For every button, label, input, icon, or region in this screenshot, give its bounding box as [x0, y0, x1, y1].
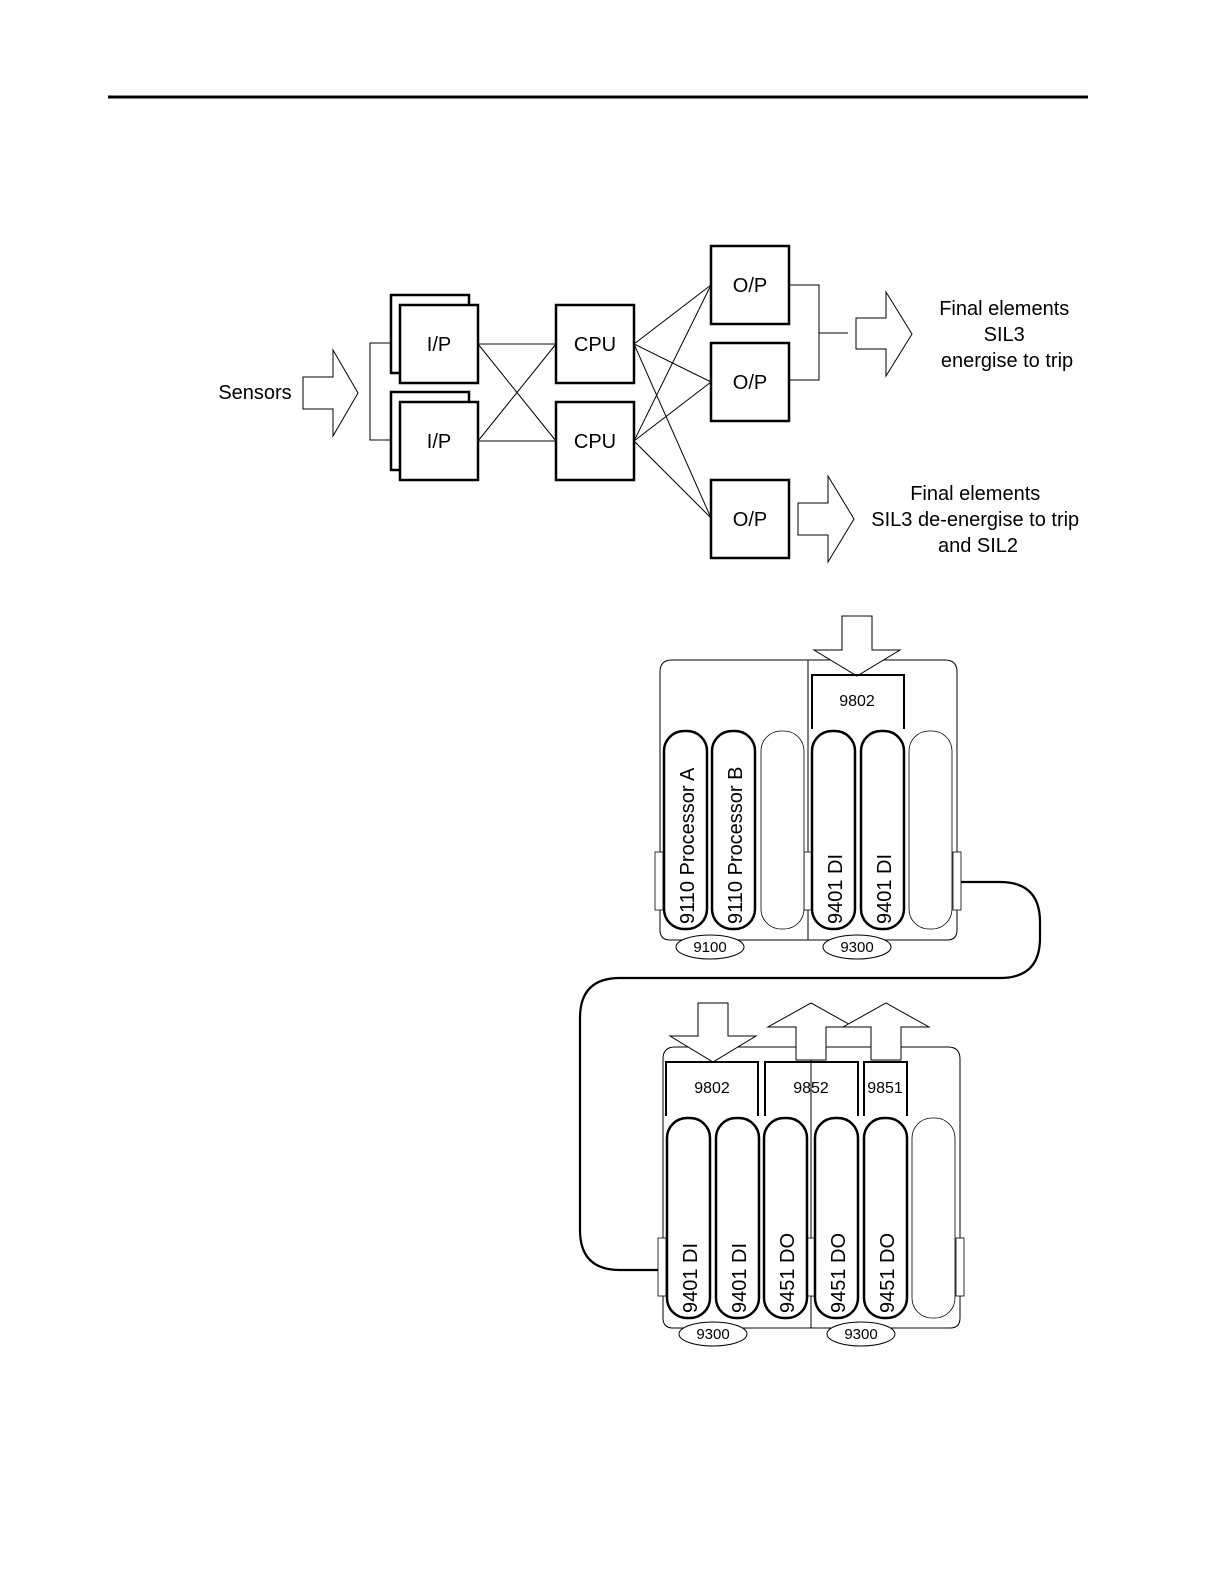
output-module-2: O/P — [711, 343, 789, 421]
sensor-split-line — [370, 343, 391, 440]
empty-slot — [909, 731, 952, 929]
module-label: 9401 DI — [825, 854, 847, 924]
upper-terminal-label: 9802 — [839, 693, 875, 710]
do-output-arrow — [768, 1003, 854, 1060]
output-merge-line — [789, 285, 848, 380]
input-cpu-links — [478, 344, 556, 441]
lower-chassis: 9802 9852 9851 9401 DI 9401 DI 9451 DO 9… — [658, 1003, 964, 1346]
empty-slot — [912, 1118, 955, 1318]
final-bottom-text: Final elements SIL3 de-energise to trip … — [871, 483, 1084, 557]
input-label: I/P — [427, 431, 451, 453]
final-bottom-arrow — [798, 476, 854, 562]
module-label: 9451 DO — [828, 1233, 850, 1313]
cpu-label: CPU — [574, 431, 616, 453]
output-label: O/P — [733, 372, 767, 394]
cpu-output-links — [634, 285, 711, 518]
final-top-line-2: SIL3 — [984, 324, 1025, 346]
module-label: 9401 DI — [874, 854, 896, 924]
output-label: O/P — [733, 509, 767, 531]
sensors-arrow — [303, 350, 358, 436]
cpu-label: CPU — [574, 334, 616, 356]
input-module-bottom: I/P — [391, 392, 478, 480]
output-module-3: O/P — [711, 480, 789, 558]
terminal-label: 9852 — [793, 1080, 829, 1097]
module-label: 9401 DI — [680, 1243, 702, 1313]
baseplate-label: 9300 — [844, 1326, 877, 1343]
input-label: I/P — [427, 334, 451, 356]
final-bottom-line-2: SIL3 de-energise to trip — [871, 509, 1079, 531]
final-top-text: Final elements SIL3 energise to trip — [939, 298, 1075, 372]
baseplate-label: 9100 — [693, 939, 726, 956]
final-bottom-line-1: Final elements — [910, 483, 1040, 505]
upper-terminal-arrow — [814, 616, 900, 676]
terminal-label: 9851 — [867, 1080, 903, 1097]
final-bottom-line-3: and SIL2 — [938, 535, 1018, 557]
do-output-arrow — [843, 1003, 929, 1060]
input-module-top: I/P — [391, 295, 478, 383]
upper-chassis: 9802 9110 Processor A 9110 Processor B 9… — [655, 616, 961, 959]
cpu-a: CPU — [556, 305, 634, 383]
block-diagram: Sensors I/P I/P CPU CPU — [218, 246, 1084, 562]
final-top-line-3: energise to trip — [941, 350, 1073, 372]
module-label: 9451 DO — [777, 1233, 799, 1313]
final-top-arrow — [856, 292, 912, 376]
module-label: 9451 DO — [877, 1233, 899, 1313]
output-module-1: O/P — [711, 246, 789, 324]
rack-diagram: 9802 9110 Processor A 9110 Processor B 9… — [580, 616, 1040, 1346]
baseplate-label: 9300 — [840, 939, 873, 956]
lower-terminal-arrow — [670, 1003, 756, 1062]
baseplate-label: 9300 — [696, 1326, 729, 1343]
sensors-label: Sensors — [218, 382, 291, 404]
module-label: 9110 Processor A — [677, 767, 699, 924]
terminal-label: 9802 — [694, 1080, 730, 1097]
module-label: 9401 DI — [729, 1243, 751, 1313]
cpu-b: CPU — [556, 402, 634, 480]
output-label: O/P — [733, 275, 767, 297]
empty-slot — [761, 731, 804, 929]
final-top-line-1: Final elements — [939, 298, 1069, 320]
module-label: 9110 Processor B — [725, 767, 747, 925]
